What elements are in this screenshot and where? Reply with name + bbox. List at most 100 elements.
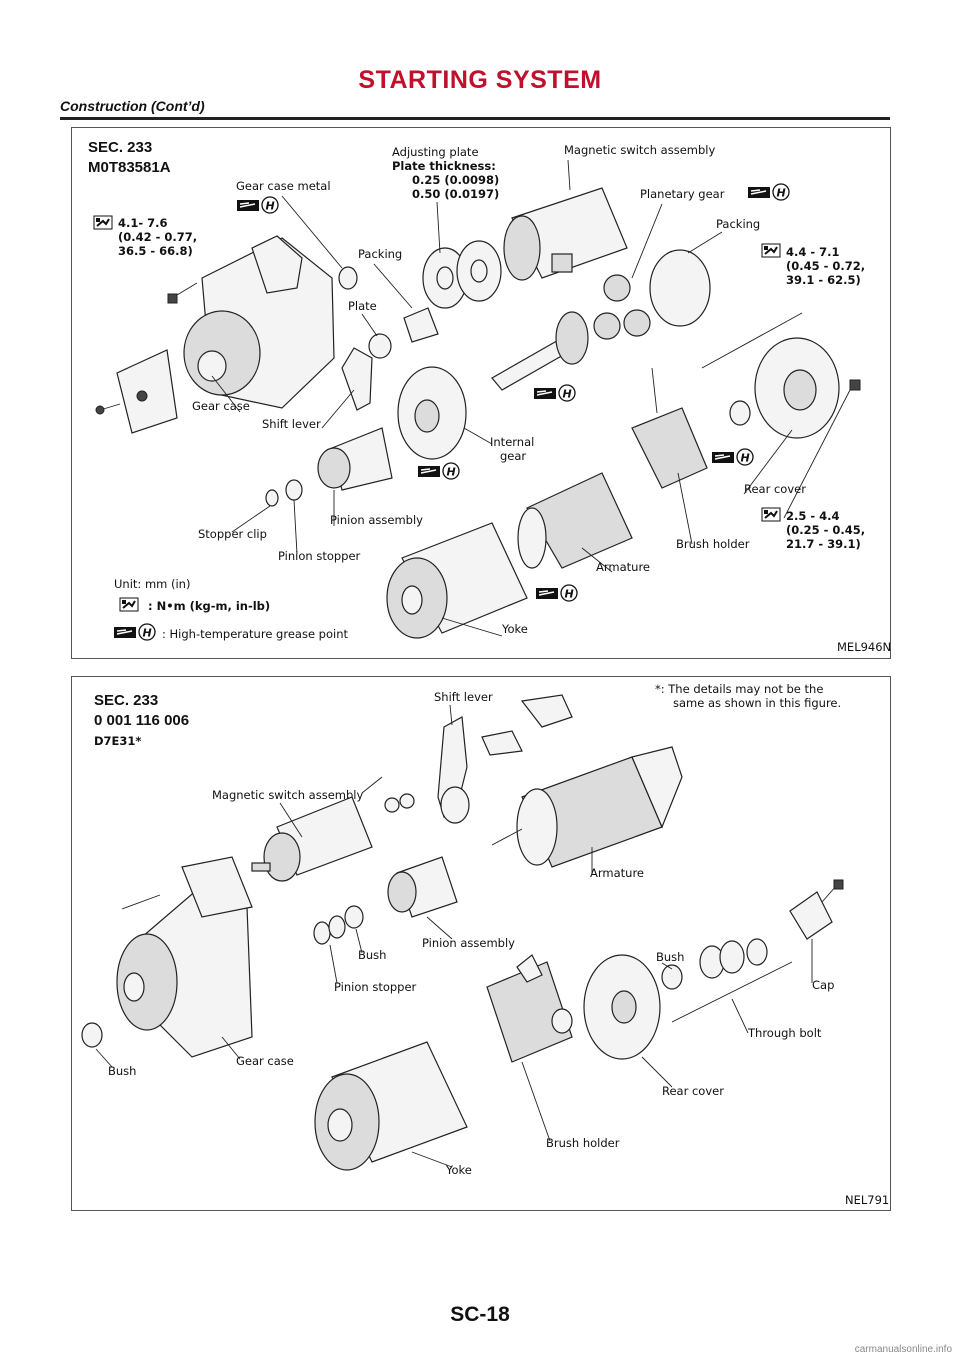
label-thickness-2: 0.50 (0.0197) [412, 187, 499, 201]
label-gear-case: Gear case [192, 399, 250, 413]
torque-wrench-icon [93, 215, 113, 230]
torque-spec-c-line2: (0.25 - 0.45, [786, 523, 865, 537]
note-line-1: *: The details may not be the [655, 682, 823, 696]
adjusting-plate-part [422, 240, 502, 309]
model-number: M0T83581A [88, 159, 171, 176]
seal-ring-part [551, 1008, 573, 1034]
internal-gear-part [397, 366, 467, 460]
torque-spec-b: 4.4 - 7.1 [786, 245, 840, 259]
through-bolt-part [701, 312, 803, 369]
label-magnetic-switch: Magnetic switch assembly [564, 143, 715, 157]
torque-spec-b-line3: 39.1 - 62.5) [786, 273, 861, 287]
page-number: SC-18 [450, 1303, 510, 1326]
grease-point-icon [236, 196, 279, 214]
through-bolt-part [671, 961, 793, 1023]
footer-watermark[interactable]: carmanualsonline.info [854, 1344, 952, 1355]
legend-torque: : N•m (kg-m, in-lb) [148, 599, 270, 613]
sec-number: SEC. 233 [88, 139, 152, 156]
gear-case-metal-part [338, 266, 358, 290]
label-brush-holder: Brush holder [546, 1136, 620, 1150]
cap-part [789, 879, 844, 940]
bolt-part [167, 282, 198, 304]
label-bush-right: Bush [656, 950, 684, 964]
magnetic-switch-part [503, 187, 628, 281]
label-adjusting-plate: Adjusting plate [392, 145, 479, 159]
torque-spec-c-line3: 21.7 - 39.1) [786, 537, 861, 551]
label-rear-cover: Rear cover [744, 482, 806, 496]
pinion-assembly-part [387, 856, 458, 918]
figure-m0t83581a: H SEC. 233 M0T83581A 4.1- 7.6 (0.42 - 0.… [71, 127, 891, 659]
label-stopper-clip: Stopper clip [198, 527, 267, 541]
torque-wrench-icon [119, 597, 139, 612]
stopper-clip-part [265, 489, 279, 507]
label-rear-cover: Rear cover [662, 1084, 724, 1098]
armature-part [491, 746, 683, 868]
grease-point-icon [417, 462, 460, 480]
sec-number: SEC. 233 [94, 692, 158, 709]
label-yoke: Yoke [445, 1163, 472, 1177]
page-subtitle: Construction (Cont’d) [60, 98, 205, 114]
legend-grease: : High-temperature grease point [162, 627, 348, 641]
shift-lever-part [437, 716, 470, 824]
planetary-gear-part [593, 274, 651, 340]
label-gear-case: Gear case [236, 1054, 294, 1068]
unit-note: Unit: mm (in) [114, 577, 190, 591]
pinion-assembly-part [317, 427, 393, 491]
grease-point-icon [113, 623, 156, 641]
label-gear-case-metal: Gear case metal [236, 179, 331, 193]
brush-holder-part [486, 954, 573, 1063]
bracket-part [95, 349, 178, 434]
packing-ring-part [649, 249, 711, 327]
grease-point-icon [747, 183, 790, 201]
plate-part [368, 333, 392, 359]
part-number: 0 001 116 006 [94, 712, 189, 729]
torque-spec-a-line3: 36.5 - 66.8) [118, 244, 193, 258]
shift-lever-bracket-part [481, 694, 573, 756]
header-rule [60, 117, 890, 120]
label-packing-lower: Packing [358, 247, 402, 261]
packing-part [403, 307, 439, 343]
label-shift-lever: Shift lever [262, 417, 321, 431]
figure-code: NEL791 [845, 1193, 889, 1207]
label-yoke: Yoke [501, 622, 528, 636]
label-pinion-stopper: Pinion stopper [278, 549, 361, 563]
label-through-bolt: Through bolt [747, 1026, 822, 1040]
label-internal-gear-line2: gear [500, 449, 526, 463]
washer-part [699, 938, 768, 979]
label-pinion-assembly: Pinion assembly [330, 513, 423, 527]
label-packing-upper: Packing [716, 217, 760, 231]
label-cap: Cap [812, 978, 834, 992]
torque-spec-c: 2.5 - 4.4 [786, 509, 840, 523]
label-planetary-gear: Planetary gear [640, 187, 725, 201]
label-internal-gear: Internal [490, 435, 534, 449]
torque-spec-b-line2: (0.45 - 0.72, [786, 259, 865, 273]
label-thickness-1: 0.25 (0.0098) [412, 173, 499, 187]
torque-spec-a-line2: (0.42 - 0.77, [118, 230, 197, 244]
label-pinion-assembly: Pinion assembly [422, 936, 515, 950]
label-bush-left: Bush [108, 1064, 136, 1078]
label-armature: Armature [590, 866, 644, 880]
armature-shaft-part [491, 311, 589, 391]
label-bush-mid: Bush [358, 948, 386, 962]
yoke-part [386, 522, 528, 639]
label-plate: Plate [348, 299, 377, 313]
bush-part [661, 964, 683, 990]
label-magnetic-switch: Magnetic switch assembly [212, 788, 363, 802]
grease-point-icon [535, 584, 578, 602]
shift-lever-part [341, 347, 373, 411]
model-number: D7E31* [94, 734, 141, 748]
bush-part [81, 1022, 103, 1048]
torque-wrench-icon [761, 507, 781, 522]
label-armature: Armature [596, 560, 650, 574]
figure-d7e31: SEC. 233 0 001 116 006 D7E31* *: The det… [71, 676, 891, 1211]
torque-wrench-icon [761, 243, 781, 258]
label-brush-holder: Brush holder [676, 537, 750, 551]
gear-case-part [116, 856, 253, 1058]
brush-holder-part [631, 367, 708, 489]
label-shift-lever: Shift lever [434, 690, 493, 704]
label-plate-thickness: Plate thickness: [392, 159, 496, 173]
exploded-diagram-2: SEC. 233 0 001 116 006 D7E31* *: The det… [81, 682, 889, 1207]
figure-code: MEL946N [837, 640, 890, 654]
pinion-stopper-part [313, 915, 346, 945]
page-title: STARTING SYSTEM [358, 66, 602, 94]
